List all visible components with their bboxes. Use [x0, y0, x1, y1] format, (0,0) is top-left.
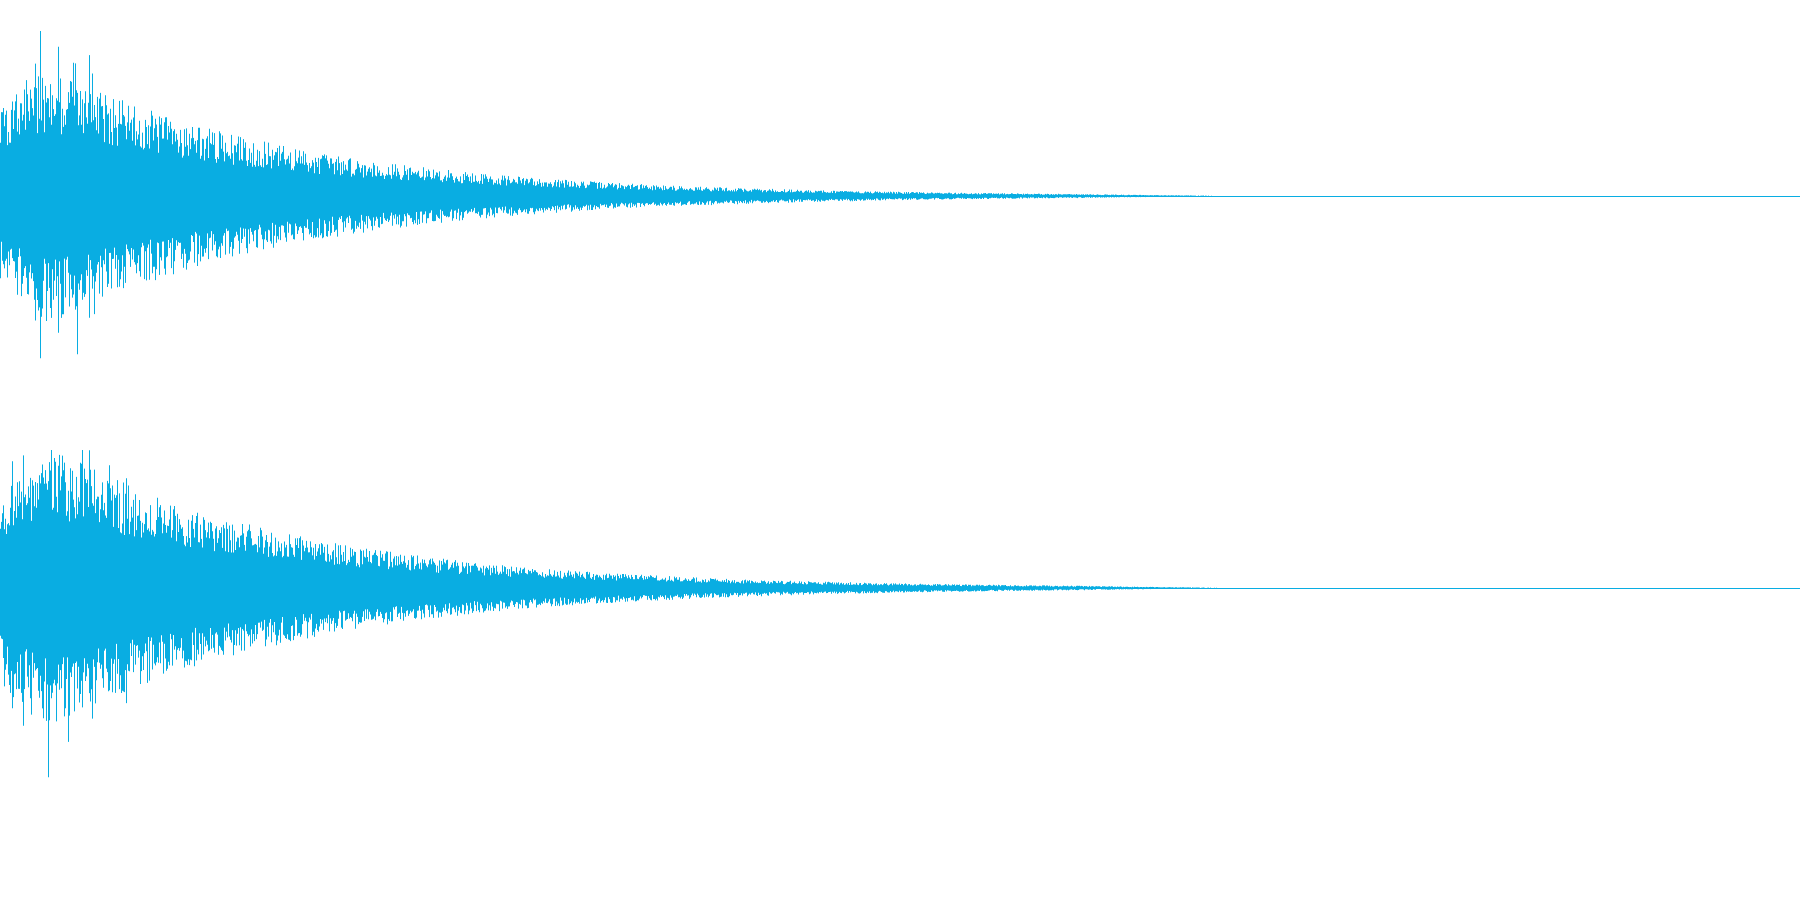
waveform-samples-right: [0, 450, 1217, 778]
waveform-samples-left: [0, 31, 1212, 359]
waveform-channel-right: [0, 450, 1800, 778]
waveform-channel-left: [0, 31, 1800, 359]
